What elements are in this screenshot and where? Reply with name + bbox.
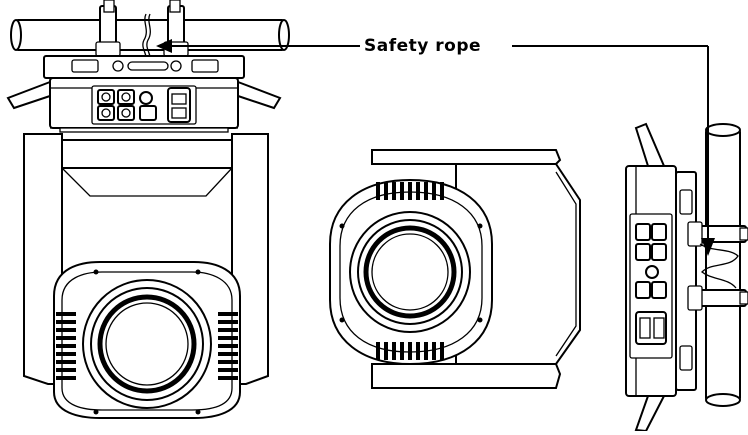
moving-head-side-view-icon (329, 122, 748, 433)
cooling-vents-left (56, 312, 76, 380)
safety-rope-callout-leader (156, 39, 715, 256)
safety-rope-label: Safety rope (362, 36, 484, 56)
moving-head-front-view-icon (6, 0, 290, 419)
base-housing-side (625, 122, 697, 433)
mounting-clamp-lower (687, 285, 748, 311)
mounting-clamp-left (95, 0, 121, 57)
truss-pipe-vertical (705, 123, 741, 407)
safety-rope-side (699, 243, 739, 289)
base-housing (6, 55, 282, 133)
mounting-clamp-upper (687, 221, 748, 247)
cooling-vents-right (218, 312, 238, 380)
cooling-vents-top (376, 182, 444, 200)
moving-head-lens-unit (53, 261, 241, 419)
cooling-vents-bottom (376, 342, 444, 360)
moving-head-lens-unit-side (329, 178, 493, 366)
